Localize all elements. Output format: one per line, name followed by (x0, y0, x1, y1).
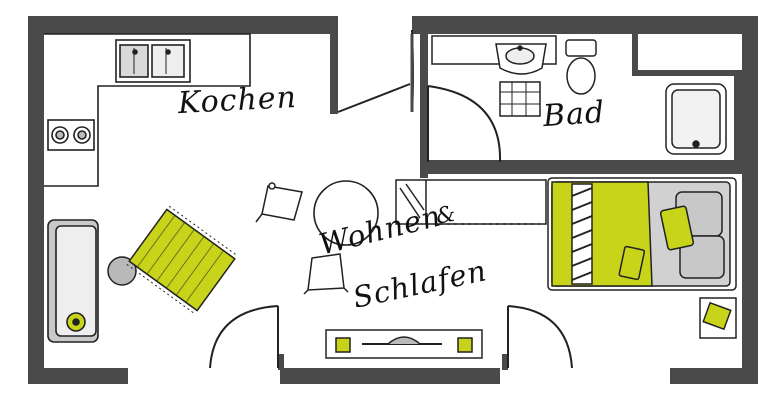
stove (47, 119, 95, 151)
room-label-bath: Bad (541, 94, 607, 135)
walls (28, 16, 758, 384)
wall-bottom-3 (670, 368, 758, 384)
kitchen (44, 33, 251, 187)
bathroom (431, 35, 727, 155)
wall-bath-inner-right (734, 76, 742, 162)
wall-entry-stub (330, 16, 338, 114)
wall-left (28, 16, 44, 384)
chair-2 (303, 253, 349, 295)
wall-bath-bottom (420, 160, 742, 174)
wall-bottom-1 (28, 368, 128, 384)
bottom-door-1-swing (209, 305, 279, 369)
chair-1 (255, 182, 303, 223)
bath-mat (499, 81, 541, 117)
wall-top-left (28, 16, 333, 34)
cushion-accent-2 (618, 245, 646, 281)
tv-bench (325, 329, 483, 359)
toilet-bowl (566, 57, 596, 95)
wall-bottom-2 (280, 368, 500, 384)
dining-table (313, 180, 379, 246)
wall-right (742, 16, 758, 384)
sofa (47, 219, 99, 343)
wall-shower (632, 30, 638, 76)
room-label-kitchen: Kochen (177, 79, 298, 122)
pillow-2 (679, 235, 725, 279)
room-label-ampersand: & (433, 201, 459, 230)
doors (209, 29, 573, 369)
wardrobe (395, 179, 547, 225)
bottom-door-2-swing (507, 305, 573, 369)
wall-shower-2 (638, 70, 742, 76)
door-jamb-2 (502, 354, 508, 370)
kitchen-counter (44, 33, 251, 187)
bed (547, 177, 737, 291)
wall-bath-left (420, 30, 428, 178)
nightstand (699, 297, 737, 339)
entry-door-leaf (337, 83, 411, 113)
rug (126, 205, 238, 315)
toilet-tank (565, 39, 597, 57)
bath-door-swing (427, 85, 502, 163)
wall-top-right (412, 16, 758, 34)
cushion-accent (659, 205, 695, 251)
door-jamb-1 (278, 354, 284, 370)
